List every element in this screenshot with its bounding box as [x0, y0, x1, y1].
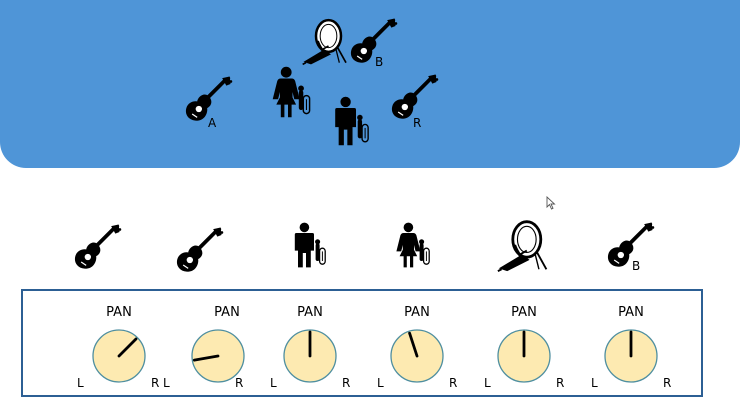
pan-left-label: L [270, 376, 277, 390]
pan-label: PAN [106, 305, 132, 320]
channel-4: PAN L R [367, 291, 467, 395]
pan-right-label: R [556, 376, 565, 390]
pan-label: PAN [511, 305, 537, 320]
stage-area: B A R [0, 0, 740, 168]
guitar-label-b: B [375, 55, 384, 69]
channel-6: PAN L R [581, 291, 681, 395]
pan-right-label: R [342, 376, 351, 390]
pan-knob[interactable] [389, 328, 445, 384]
acoustic-guitar-icon [72, 222, 122, 272]
pan-mixer-panel: PAN L R PAN L R PAN L R PAN L R [21, 289, 703, 397]
pan-right-label: R [449, 376, 458, 390]
pan-right-label: R [663, 376, 672, 390]
bass-drum-icon [301, 14, 351, 68]
pan-label: PAN [297, 305, 323, 320]
pan-knob[interactable] [603, 328, 659, 384]
pan-left-label: L [484, 376, 491, 390]
mouse-cursor-icon [546, 196, 556, 210]
pan-left-label: L [377, 376, 384, 390]
pan-label: PAN [618, 305, 644, 320]
bass-drum-icon [496, 216, 552, 274]
female-singer-icon [270, 64, 324, 120]
pan-left-label: L [591, 376, 598, 390]
acoustic-guitar-icon [348, 16, 398, 66]
channel-3: PAN L R [260, 291, 360, 395]
guitar-label-r: R [413, 116, 422, 130]
pan-label: PAN [214, 305, 240, 320]
pan-knob[interactable] [190, 328, 246, 384]
pan-knob[interactable] [91, 328, 147, 384]
channel-5: PAN L R [474, 291, 574, 395]
male-singer-icon [290, 218, 338, 272]
channel-2: PAN L R [163, 291, 277, 395]
acoustic-guitar-icon [389, 72, 439, 122]
channel-1: PAN L R [69, 291, 169, 395]
male-singer-icon [330, 93, 382, 149]
pan-right-label: R [151, 376, 160, 390]
strip-guitar-label-b: B [632, 259, 641, 273]
pan-left-label: L [163, 376, 170, 390]
pan-left-label: L [77, 376, 84, 390]
pan-knob[interactable] [496, 328, 552, 384]
pan-label: PAN [404, 305, 430, 320]
acoustic-guitar-icon [174, 225, 224, 275]
pan-knob[interactable] [282, 328, 338, 384]
acoustic-guitar-icon [605, 220, 655, 270]
guitar-label-a: A [208, 116, 217, 130]
pan-right-label: R [235, 376, 244, 390]
female-singer-icon [394, 218, 442, 272]
